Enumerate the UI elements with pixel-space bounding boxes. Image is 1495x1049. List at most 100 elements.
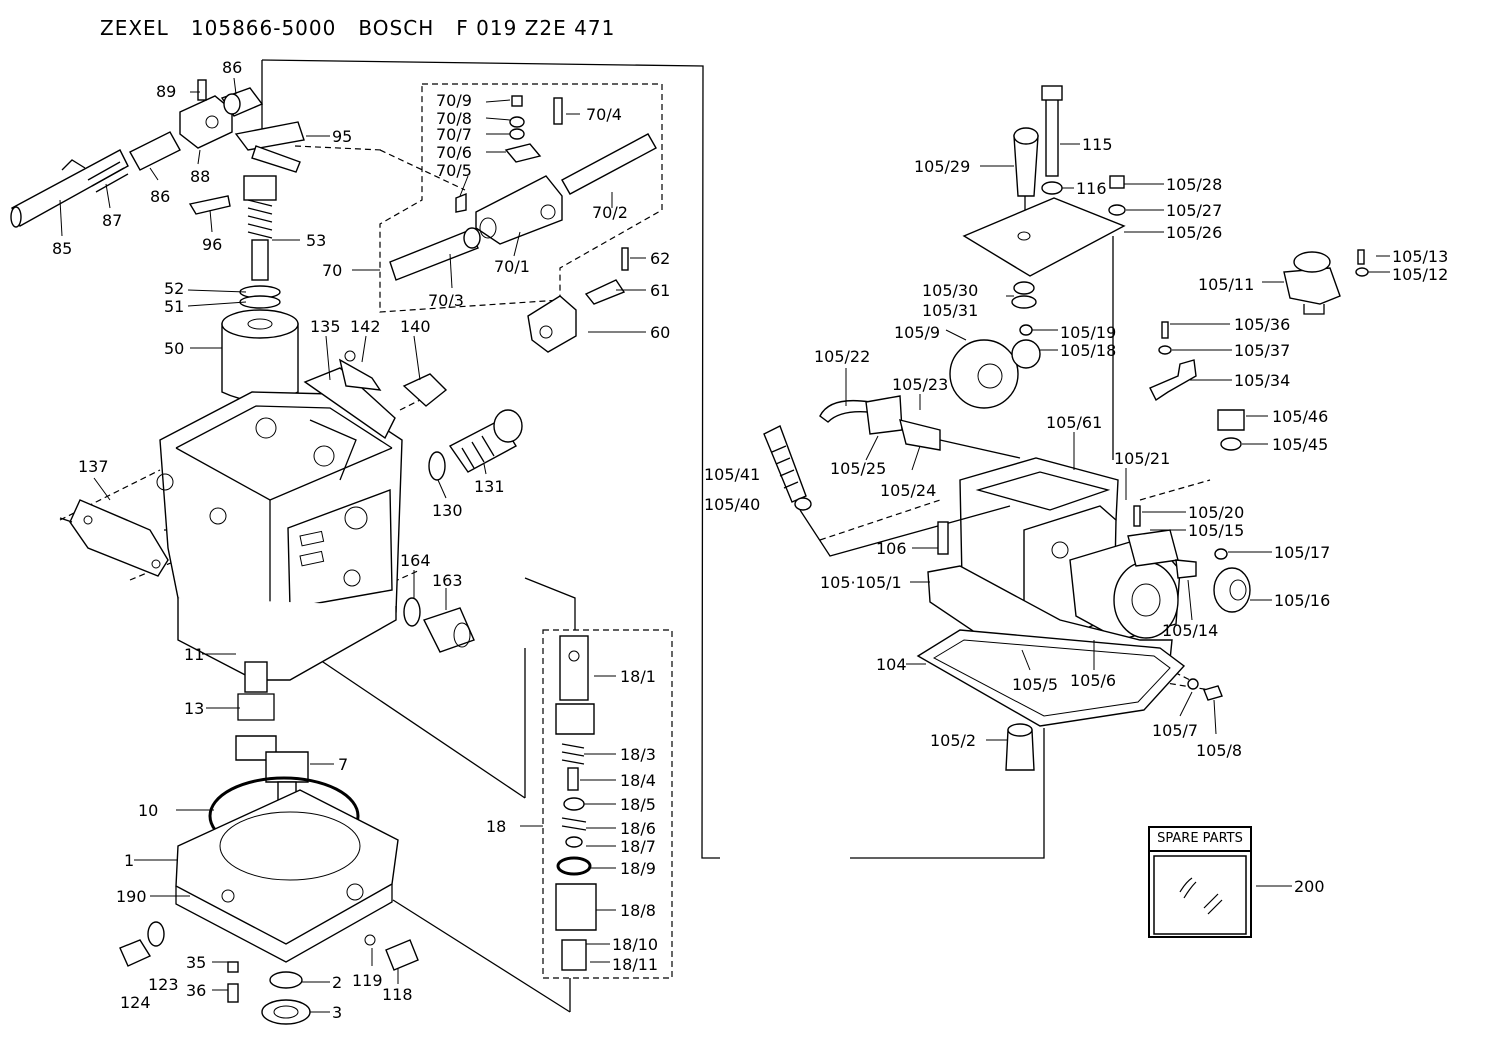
callout-119: 119 — [352, 971, 383, 990]
callout-105-20: 105/20 — [1188, 503, 1244, 522]
callout-11: 11 — [184, 645, 204, 664]
callout-70-4: 70/4 — [586, 105, 622, 124]
callout-105-13: 105/13 — [1392, 247, 1448, 266]
callout-96: 96 — [202, 235, 222, 254]
callout-164: 164 — [400, 551, 431, 570]
callout-105-40: 105/40 — [704, 495, 760, 514]
callout-70-6: 70/6 — [436, 143, 472, 162]
callout-105-9: 105/9 — [894, 323, 940, 342]
callout-105-17: 105/17 — [1274, 543, 1330, 562]
callout-105-28: 105/28 — [1166, 175, 1222, 194]
callout-18: 18 — [486, 817, 506, 836]
leader-lines — [59, 77, 1390, 1013]
callout-18-11: 18/11 — [612, 955, 658, 974]
callout-115: 115 — [1082, 135, 1113, 154]
callout-105-21: 105/21 — [1114, 449, 1170, 468]
callout-53: 53 — [306, 231, 326, 250]
callout-87: 87 — [102, 211, 122, 230]
callout-70-3: 70/3 — [428, 291, 464, 310]
callout-105-36: 105/36 — [1234, 315, 1290, 334]
callout-105-29: 105/29 — [914, 157, 970, 176]
callout-70-9: 70/9 — [436, 91, 472, 110]
callout-2: 2 — [332, 973, 342, 992]
callout-70-1: 70/1 — [494, 257, 530, 276]
callout-13: 13 — [184, 699, 204, 718]
callout-123: 123 — [148, 975, 179, 994]
callout-105-105-1: 105·105/1 — [820, 573, 902, 592]
callout-163: 163 — [432, 571, 463, 590]
callout-labels: 86 89 95 88 86 87 85 96 53 52 51 50 70/9… — [52, 58, 1448, 1022]
callout-18-9: 18/9 — [620, 859, 656, 878]
callout-86: 86 — [222, 58, 242, 77]
callout-85: 85 — [52, 239, 72, 258]
callout-18-7: 18/7 — [620, 837, 656, 856]
callout-116: 116 — [1076, 179, 1107, 198]
callout-18-4: 18/4 — [620, 771, 656, 790]
callout-105-18: 105/18 — [1060, 341, 1116, 360]
callout-86-lower: 86 — [150, 187, 170, 206]
callout-105-37: 105/37 — [1234, 341, 1290, 360]
left-assembly — [10, 79, 523, 1025]
callout-36: 36 — [186, 981, 206, 1000]
callout-95: 95 — [332, 127, 352, 146]
callout-70-7: 70/7 — [436, 125, 472, 144]
callout-105-19: 105/19 — [1060, 323, 1116, 342]
callout-142: 142 — [350, 317, 381, 336]
callout-18-5: 18/5 — [620, 795, 656, 814]
callout-105-46: 105/46 — [1272, 407, 1328, 426]
callout-105-11: 105/11 — [1198, 275, 1254, 294]
callout-18-3: 18/3 — [620, 745, 656, 764]
drawing-title: ZEXEL 105866-5000 BOSCH F 019 Z2E 471 — [100, 16, 616, 40]
callout-62: 62 — [650, 249, 670, 268]
callout-131: 131 — [474, 477, 505, 496]
callout-105-25: 105/25 — [830, 459, 886, 478]
callout-10: 10 — [138, 801, 158, 820]
callout-105-7: 105/7 — [1152, 721, 1198, 740]
callout-7: 7 — [338, 755, 348, 774]
callout-70-2: 70/2 — [592, 203, 628, 222]
callout-35: 35 — [186, 953, 206, 972]
callout-105-2: 105/2 — [930, 731, 976, 750]
callout-52: 52 — [164, 279, 184, 298]
callout-51: 51 — [164, 297, 184, 316]
callout-50: 50 — [164, 339, 184, 358]
callout-105-34: 105/34 — [1234, 371, 1290, 390]
callout-140: 140 — [400, 317, 431, 336]
callout-105-22: 105/22 — [814, 347, 870, 366]
callout-105-41: 105/41 — [704, 465, 760, 484]
callout-105-30: 105/30 — [922, 281, 978, 300]
callout-105-27: 105/27 — [1166, 201, 1222, 220]
callout-105-61: 105/61 — [1046, 413, 1102, 432]
callout-88: 88 — [190, 167, 210, 186]
callout-70: 70 — [322, 261, 342, 280]
callout-105-16: 105/16 — [1274, 591, 1330, 610]
callout-118: 118 — [382, 985, 413, 1004]
callout-1: 1 — [124, 851, 134, 870]
callout-89: 89 — [156, 82, 176, 101]
spare-parts-box: SPARE PARTS — [1148, 826, 1252, 938]
right-assembly — [763, 85, 1369, 771]
callout-18-6: 18/6 — [620, 819, 656, 838]
callout-105-15: 105/15 — [1188, 521, 1244, 540]
callout-137: 137 — [78, 457, 109, 476]
callout-104: 104 — [876, 655, 907, 674]
callout-70-5: 70/5 — [436, 161, 472, 180]
callout-124: 124 — [120, 993, 151, 1012]
callout-200: 200 — [1294, 877, 1325, 896]
callout-105-45: 105/45 — [1272, 435, 1328, 454]
callout-105-12: 105/12 — [1392, 265, 1448, 284]
callout-18-8: 18/8 — [620, 901, 656, 920]
callout-61: 61 — [650, 281, 670, 300]
callout-18-1: 18/1 — [620, 667, 656, 686]
callout-105-31: 105/31 — [922, 301, 978, 320]
callout-135: 135 — [310, 317, 341, 336]
subgroup-70 — [389, 95, 657, 353]
callout-105-14: 105/14 — [1162, 621, 1218, 640]
spare-parts-bag-icon — [1153, 855, 1247, 935]
callout-105-8: 105/8 — [1196, 741, 1242, 760]
spare-parts-label: SPARE PARTS — [1150, 828, 1250, 852]
callout-105-6: 105/6 — [1070, 671, 1116, 690]
callout-105-24: 105/24 — [880, 481, 936, 500]
callout-105-23: 105/23 — [892, 375, 948, 394]
